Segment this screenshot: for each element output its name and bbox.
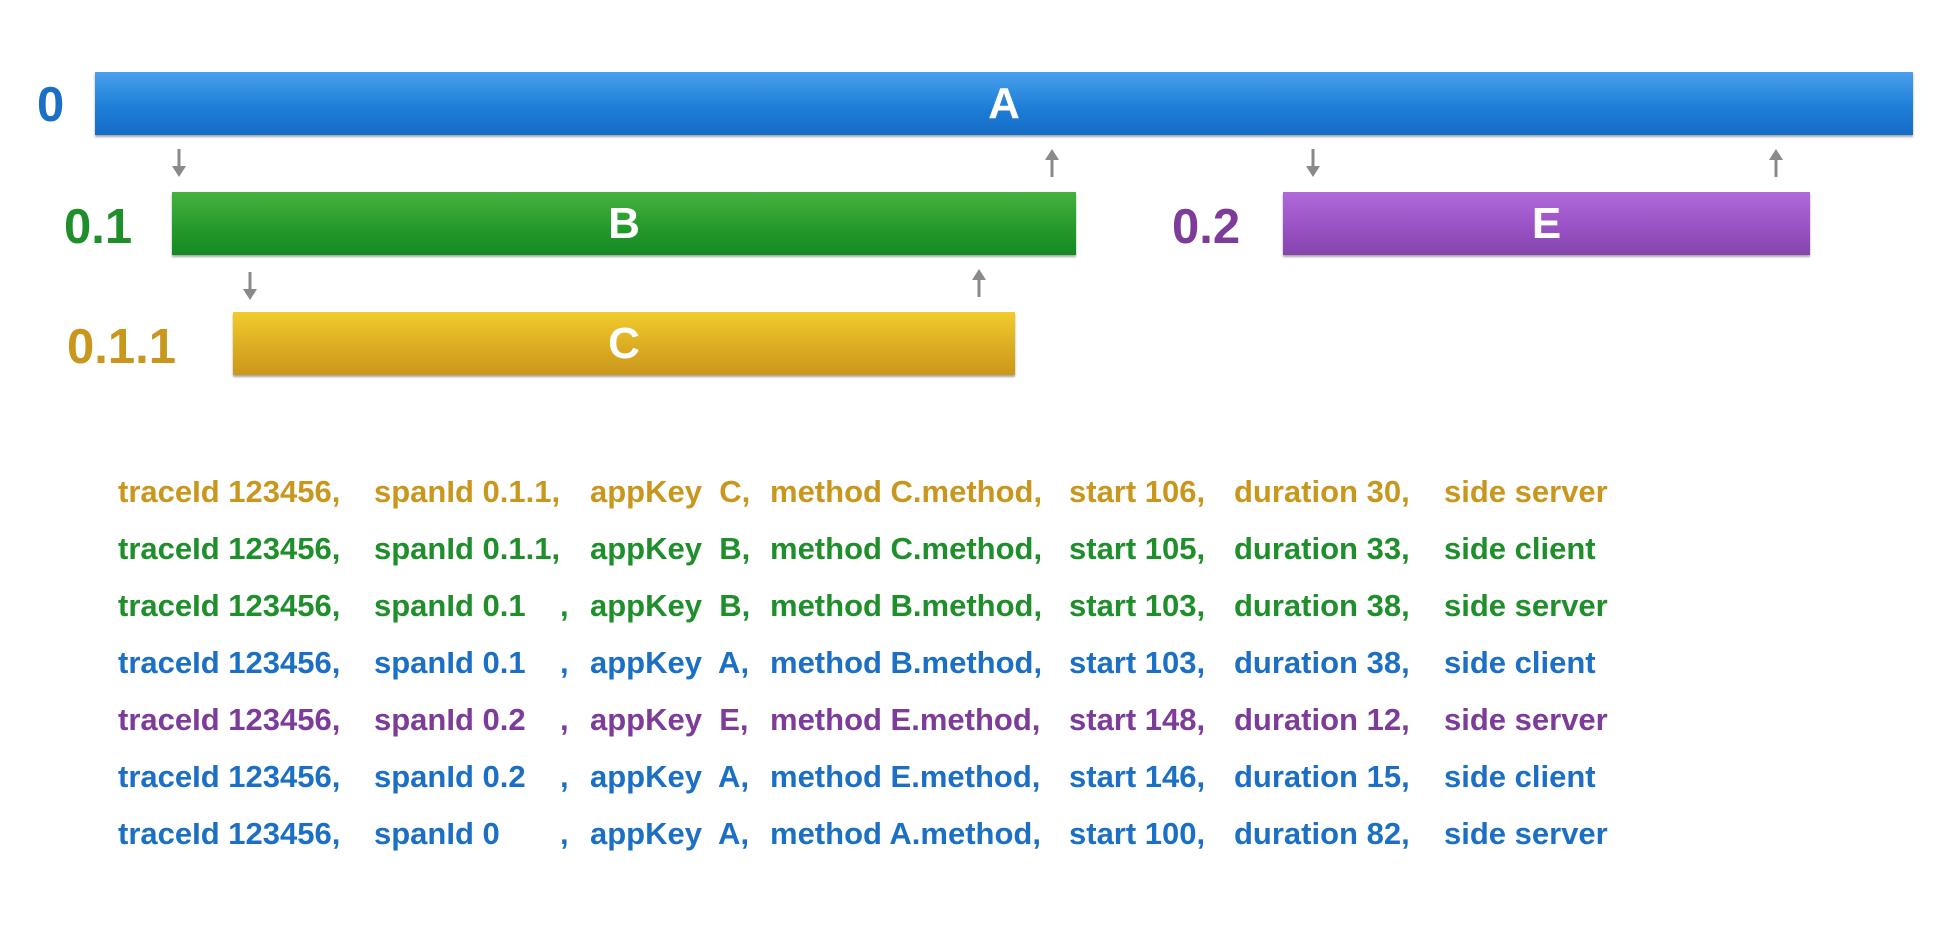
side-field: side server xyxy=(1444,702,1608,737)
side-field: side client xyxy=(1444,759,1596,794)
start-field: start 103, xyxy=(1069,645,1206,680)
span-id-field: spanId 0.2 , xyxy=(374,702,569,737)
app-key-field: appKey B, xyxy=(590,531,751,566)
trace-id-field: traceId 123456, xyxy=(118,531,341,566)
log-line: traceId 123456, spanId 0.1 , appKey B, meth… xyxy=(118,586,1608,626)
span-id-field: spanId 0 , xyxy=(374,816,569,851)
side-field: side client xyxy=(1444,645,1596,680)
up-arrow-icon xyxy=(971,268,987,298)
trace-id-field: traceId 123456, xyxy=(118,702,341,737)
app-key-field: appKey E, xyxy=(590,702,749,737)
trace-id-field: traceId 123456, xyxy=(118,588,341,623)
method-field: method B.method, xyxy=(770,645,1043,680)
method-field: method A.method, xyxy=(770,816,1041,851)
span-id-label-0-1-1: 0.1.1 xyxy=(67,320,176,374)
side-field: side server xyxy=(1444,474,1608,509)
span-bar-c-label: C xyxy=(608,318,640,368)
down-arrow-icon xyxy=(1305,148,1321,178)
span-id-field: spanId 0.1 , xyxy=(374,588,569,623)
duration-field: duration 30, xyxy=(1234,474,1410,509)
log-line: traceId 123456, spanId 0.2 , appKey E, meth… xyxy=(118,700,1608,740)
span-id-field: spanId 0.1 , xyxy=(374,645,569,680)
trace-id-field: traceId 123456, xyxy=(118,645,341,680)
duration-field: duration 38, xyxy=(1234,588,1410,623)
span-id-label-0-1: 0.1 xyxy=(64,200,133,254)
app-key-field: appKey A, xyxy=(590,645,750,680)
start-field: start 146, xyxy=(1069,759,1206,794)
span-id-field: spanId 0.1.1, xyxy=(374,474,561,509)
span-id-field: spanId 0.2 , xyxy=(374,759,569,794)
span-bar-c: C xyxy=(233,312,1015,375)
start-field: start 100, xyxy=(1069,816,1206,851)
app-key-field: appKey A, xyxy=(590,816,750,851)
span-bar-e-label: E xyxy=(1531,198,1562,248)
trace-id-field: traceId 123456, xyxy=(118,816,341,851)
up-arrow-icon xyxy=(1768,148,1784,178)
span-id-label-0: 0 xyxy=(37,78,65,132)
span-bar-a-label: A xyxy=(988,78,1020,128)
start-field: start 105, xyxy=(1069,531,1206,566)
method-field: method C.method, xyxy=(770,531,1043,566)
up-arrow-icon xyxy=(1044,148,1060,178)
duration-field: duration 12, xyxy=(1234,702,1410,737)
down-arrow-icon xyxy=(242,271,258,301)
duration-field: duration 82, xyxy=(1234,816,1410,851)
down-arrow-icon xyxy=(171,148,187,178)
trace-id-field: traceId 123456, xyxy=(118,759,341,794)
log-line: traceId 123456, spanId 0.1.1, appKey C, met… xyxy=(118,472,1608,512)
span-id-label-0-2: 0.2 xyxy=(1172,200,1241,254)
span-bar-e: E xyxy=(1283,192,1810,255)
method-field: method E.method, xyxy=(770,702,1041,737)
side-field: side server xyxy=(1444,588,1608,623)
log-line: traceId 123456, spanId 0.2 , appKey A, meth… xyxy=(118,757,1596,797)
side-field: side client xyxy=(1444,531,1596,566)
trace-id-field: traceId 123456, xyxy=(118,474,341,509)
span-bar-a: A xyxy=(95,72,1913,135)
log-line: traceId 123456, spanId 0.1.1, appKey B, met… xyxy=(118,529,1596,569)
start-field: start 106, xyxy=(1069,474,1206,509)
app-key-field: appKey B, xyxy=(590,588,751,623)
log-line: traceId 123456, spanId 0.1 , appKey A, meth… xyxy=(118,643,1596,683)
span-bar-b-label: B xyxy=(608,198,640,248)
duration-field: duration 33, xyxy=(1234,531,1410,566)
duration-field: duration 15, xyxy=(1234,759,1410,794)
span-bar-b: B xyxy=(172,192,1076,255)
app-key-field: appKey C, xyxy=(590,474,751,509)
method-field: method E.method, xyxy=(770,759,1041,794)
span-id-field: spanId 0.1.1, xyxy=(374,531,561,566)
method-field: method B.method, xyxy=(770,588,1043,623)
log-line: traceId 123456, spanId 0 , appKey A, method… xyxy=(118,814,1608,854)
method-field: method C.method, xyxy=(770,474,1043,509)
start-field: start 103, xyxy=(1069,588,1206,623)
side-field: side server xyxy=(1444,816,1608,851)
start-field: start 148, xyxy=(1069,702,1206,737)
duration-field: duration 38, xyxy=(1234,645,1410,680)
app-key-field: appKey A, xyxy=(590,759,750,794)
